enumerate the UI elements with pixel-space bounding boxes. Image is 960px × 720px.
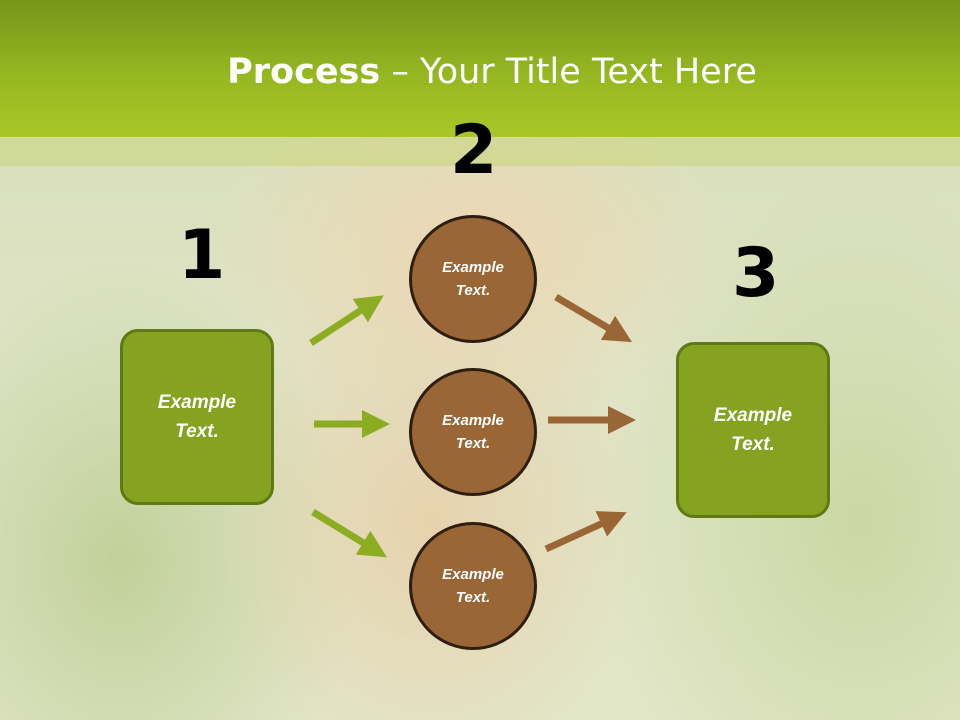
step-1-number: 1 xyxy=(178,216,226,295)
step-3-number: 3 xyxy=(732,234,780,313)
step-2-label-middle: Example Text. xyxy=(442,412,504,452)
step-1-box[interactable]: Example Text. xyxy=(120,329,274,505)
slide-title[interactable]: Process – Your Title Text Here xyxy=(0,52,960,92)
step-2-number: 2 xyxy=(450,111,498,190)
arrow-1-to-2-bottom xyxy=(311,509,387,558)
title-bar xyxy=(0,0,960,137)
step-1-label: Example Text. xyxy=(157,392,237,442)
step-2-label-top: Example Text. xyxy=(442,259,504,299)
step-2-label-bottom: Example Text. xyxy=(442,566,504,606)
title-bold: Process xyxy=(227,52,381,92)
step-2-circle-bottom[interactable]: Example Text. xyxy=(409,522,537,650)
step-2-circle-middle[interactable]: Example Text. xyxy=(409,368,537,496)
step-3-box[interactable]: Example Text. xyxy=(676,342,830,518)
title-rest: – Your Title Text Here xyxy=(380,52,757,92)
arrow-1-to-2-top xyxy=(309,295,384,346)
step-3-label: Example Text. xyxy=(713,405,793,455)
title-bar-strip xyxy=(0,137,960,166)
arrow-2-bottom-to-3 xyxy=(544,511,627,553)
step-2-circle-top[interactable]: Example Text. xyxy=(409,215,537,343)
arrow-2-top-to-3 xyxy=(554,293,633,343)
